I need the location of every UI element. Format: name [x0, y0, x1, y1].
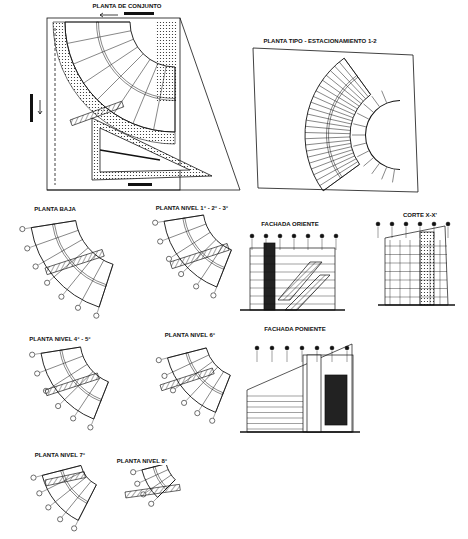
core-block: [170, 243, 229, 268]
floor-plan: [156, 348, 230, 423]
core-block: [125, 484, 180, 498]
stall-line: [372, 163, 380, 174]
stall-line: [357, 113, 369, 119]
view-title: FACHADA ORIENTE: [260, 221, 319, 228]
parking-plan: [253, 48, 418, 192]
floor-plan: [20, 221, 113, 319]
view-title: PLANTA BAJA: [33, 206, 77, 213]
view-title: PLANTA NIVEL 4° - 5°: [28, 336, 91, 343]
view-title: FACHADA PONIENTE: [263, 326, 326, 333]
stall-line: [353, 143, 366, 146]
core-block: [70, 101, 124, 125]
floor-plan: [31, 465, 96, 531]
site-plan: [47, 18, 240, 190]
stall-line: [382, 167, 387, 179]
ramp-curve: [365, 100, 400, 170]
west-facade: [240, 344, 360, 432]
core-block: [45, 472, 85, 486]
stall-line: [364, 104, 374, 112]
view-title: PLANTA DE CONJUNTO: [92, 3, 163, 10]
view-title: PLANTA NIVEL 7°: [34, 452, 86, 459]
stall-line: [392, 170, 394, 183]
site-ring: [53, 22, 175, 144]
parking-stalls: [305, 58, 371, 191]
core-block: [45, 249, 104, 274]
stall-line: [357, 151, 369, 157]
floor-plan: [30, 347, 109, 430]
core-block: [45, 373, 99, 396]
east-facade: [240, 243, 345, 310]
core-block: [160, 368, 214, 391]
stall-line: [364, 158, 374, 166]
stall-line: [372, 96, 380, 107]
stall-line: [353, 124, 366, 127]
view-title: PLANTA NIVEL 1° - 2° - 3°: [155, 205, 229, 212]
stall-line: [352, 135, 365, 136]
site-building: [65, 22, 175, 132]
stall-line: [382, 91, 387, 103]
floor-lines: [247, 222, 450, 429]
view-title: PLANTA TIPO - ESTACIONAMIENTO 1-2: [262, 38, 377, 45]
view-title: PLANTA NIVEL 8°: [116, 458, 168, 465]
view-title: CORTE X-X': [402, 212, 438, 219]
section: [378, 226, 455, 305]
floor-plan: [131, 464, 176, 507]
floor-plan: [153, 215, 232, 298]
view-title: PLANTA NIVEL 6°: [164, 332, 216, 339]
